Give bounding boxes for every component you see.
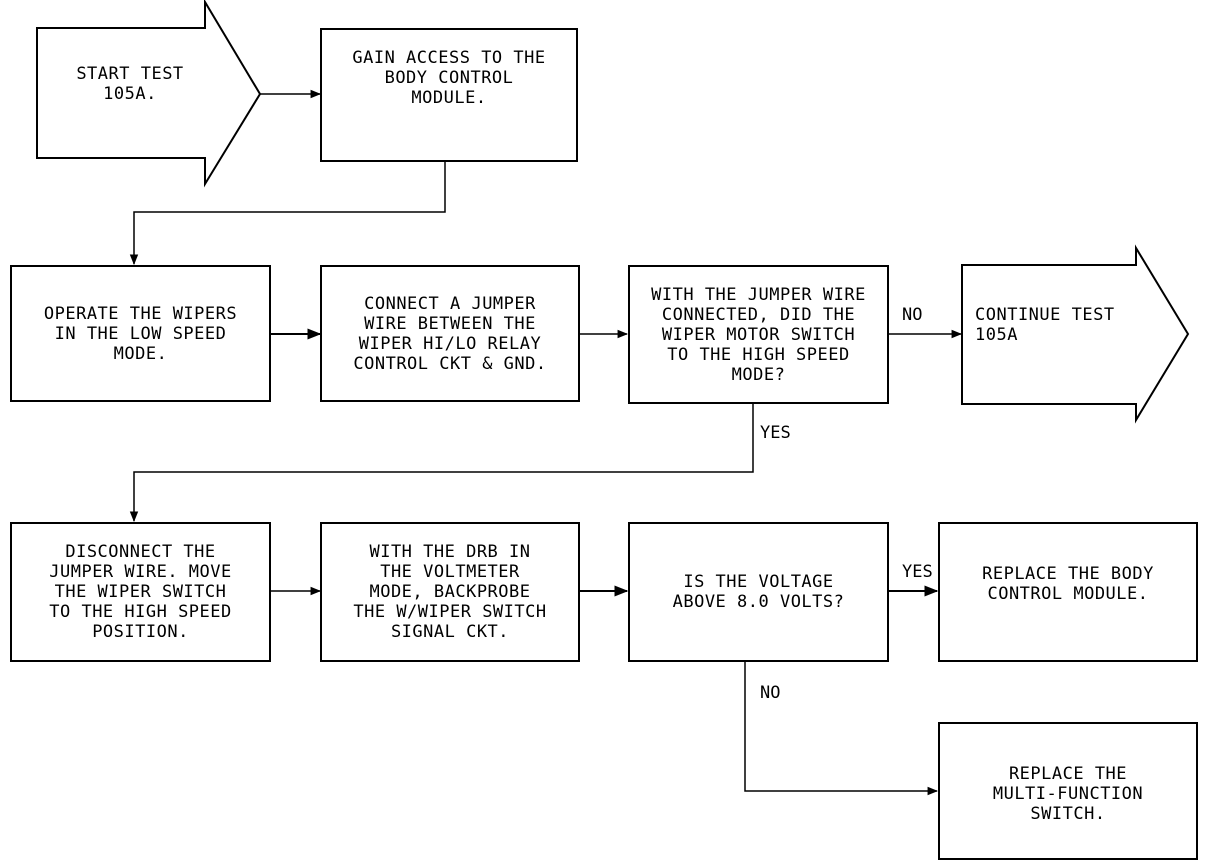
edge-label-yes-disconnect: YES — [760, 423, 791, 443]
replace-mfs-label: REPLACE THE MULTI-FUNCTION SWITCH. — [992, 764, 1144, 824]
voltage-decision-label: IS THE VOLTAGE ABOVE 8.0 VOLTS? — [672, 572, 845, 612]
edge-label-no-mfs: NO — [760, 683, 781, 703]
continue-arrow-shape — [961, 244, 1190, 424]
edge-voltage-to-mfs — [744, 662, 939, 796]
jumper-decision-label: WITH THE JUMPER WIRE CONNECTED, DID THE … — [651, 284, 866, 385]
voltage-decision-box: IS THE VOLTAGE ABOVE 8.0 VOLTS? — [628, 522, 889, 662]
disconnect-jumper-label: DISCONNECT THE JUMPER WIRE. MOVE THE WIP… — [49, 542, 232, 642]
gain-access-box: GAIN ACCESS TO THE BODY CONTROL MODULE. — [320, 28, 578, 162]
drb-voltmeter-box: WITH THE DRB IN THE VOLTMETER MODE, BACK… — [320, 522, 580, 662]
drb-voltmeter-label: WITH THE DRB IN THE VOLTMETER MODE, BACK… — [353, 542, 547, 642]
replace-bcm-box: REPLACE THE BODY CONTROL MODULE. — [938, 522, 1198, 662]
replace-bcm-label: REPLACE THE BODY CONTROL MODULE. — [982, 564, 1154, 604]
disconnect-jumper-box: DISCONNECT THE JUMPER WIRE. MOVE THE WIP… — [10, 522, 271, 662]
gain-access-label: GAIN ACCESS TO THE BODY CONTROL MODULE. — [352, 48, 546, 108]
edge-label-yes-bcm: YES — [902, 562, 933, 582]
edge-label-no-continue: NO — [902, 305, 923, 325]
edge-decision-to-disconnect — [129, 404, 754, 523]
operate-wipers-label: OPERATE THE WIPERS IN THE LOW SPEED MODE… — [43, 303, 238, 364]
start-arrow-shape — [36, 0, 262, 188]
replace-mfs-box: REPLACE THE MULTI-FUNCTION SWITCH. — [938, 722, 1198, 860]
start-test-label: START TEST 105A. — [76, 64, 184, 104]
operate-wipers-box: OPERATE THE WIPERS IN THE LOW SPEED MODE… — [10, 265, 271, 402]
edge-gain-to-operate — [129, 162, 446, 266]
jumper-decision-box: WITH THE JUMPER WIRE CONNECTED, DID THE … — [628, 265, 889, 404]
continue-test-label: CONTINUE TEST 105A — [975, 305, 1115, 345]
connect-jumper-box: CONNECT A JUMPER WIRE BETWEEN THE WIPER … — [320, 265, 580, 402]
connect-jumper-label: CONNECT A JUMPER WIRE BETWEEN THE WIPER … — [353, 293, 547, 374]
